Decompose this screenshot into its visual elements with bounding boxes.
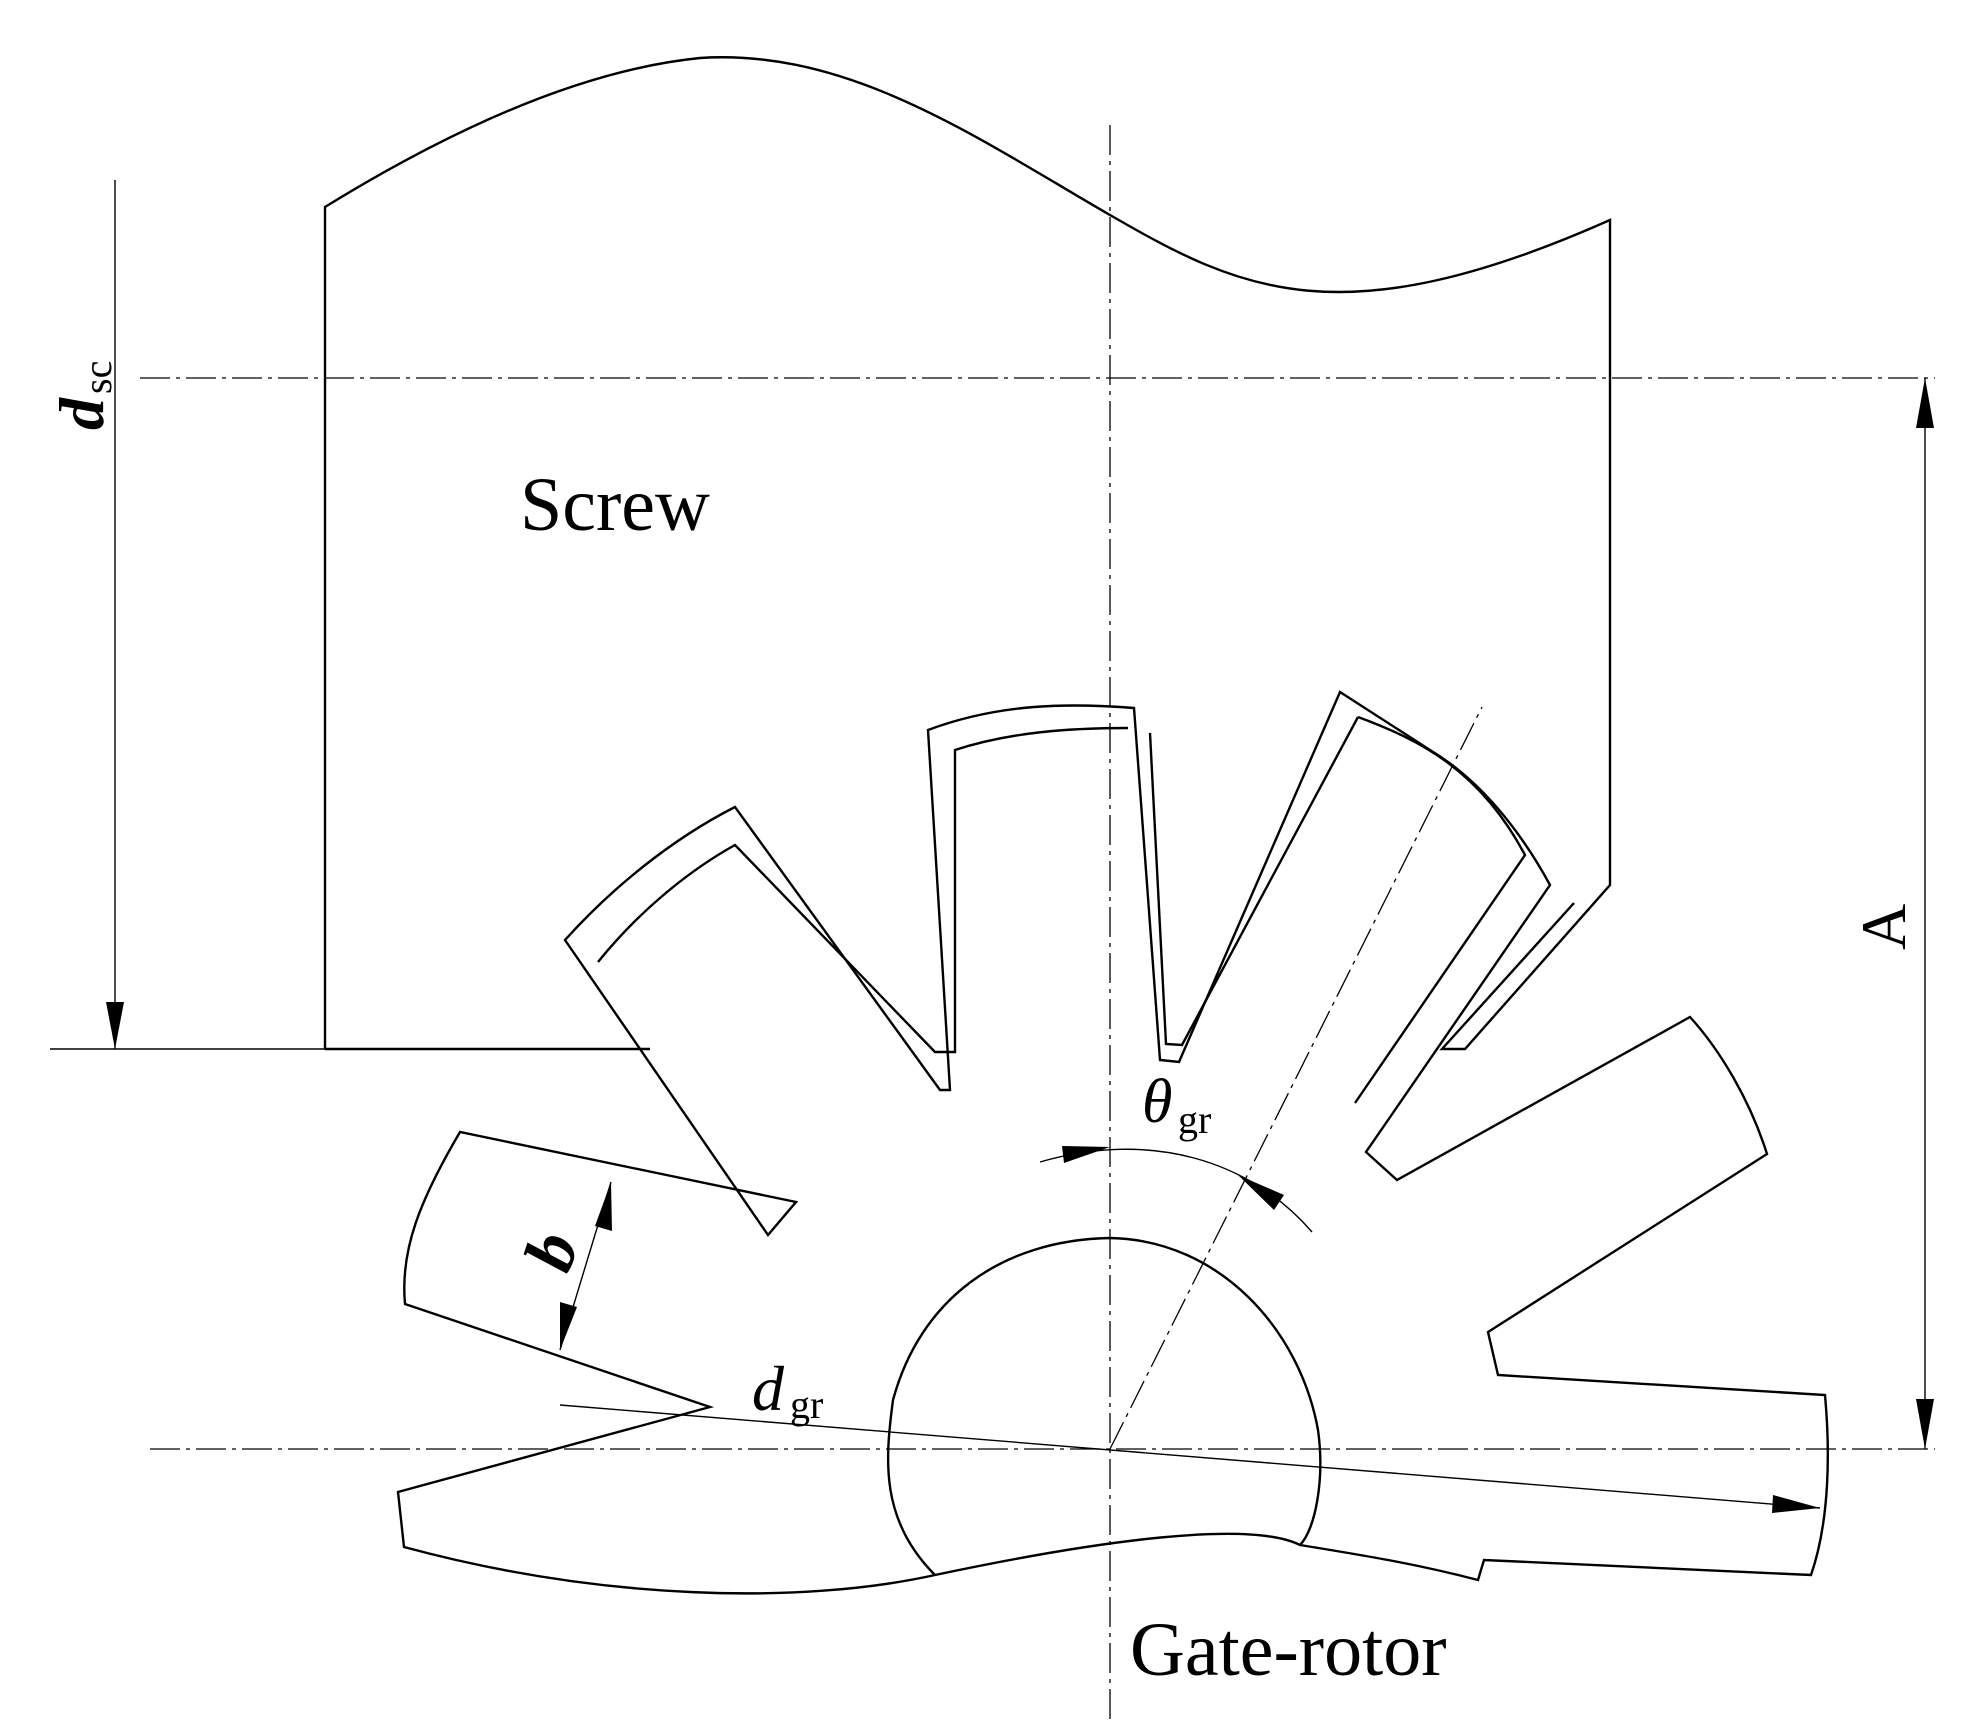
gate-rotor-outline [396,690,1830,1595]
theta-symbol-sub: gr [1178,1097,1211,1142]
a-arrowhead-top [1916,378,1934,428]
tooth-slot-3 [1354,715,1527,1104]
dgr-symbol-base: d [752,1353,785,1424]
screw-outline [323,56,1612,1051]
b-arrowhead-top [595,1182,612,1231]
dgr-arrowhead [1772,1495,1820,1513]
screw-label: Screw [520,463,710,547]
gate-rotor-hub [886,1236,1322,1576]
gate-rotor-label: Gate-rotor [1130,1608,1447,1692]
center-distance-label: A [1848,904,1919,950]
dsc-label: d sc [46,361,120,430]
tooth-slot-2 [1148,716,1360,1047]
b-label-group: b [510,1223,594,1280]
a-label-group: A [1848,904,1919,950]
b-symbol: b [510,1223,594,1280]
theta-symbol-base: θ [1142,1068,1172,1136]
b-arrowhead-bottom [560,1302,577,1350]
dsc-arrowhead [106,1002,124,1049]
dsc-symbol-base: d [46,397,117,430]
dgr-dimension-line [559,1404,1821,1509]
theta-arrowhead-right [1238,1175,1284,1210]
theta-arrowhead-left [1062,1146,1110,1163]
dsc-symbol-sub: sc [75,361,120,394]
dgr-symbol-sub: gr [790,1382,823,1427]
tooth-centerline [1109,706,1483,1450]
a-arrowhead-bottom [1916,1399,1934,1449]
tooth-slot-1 [597,726,1129,1054]
